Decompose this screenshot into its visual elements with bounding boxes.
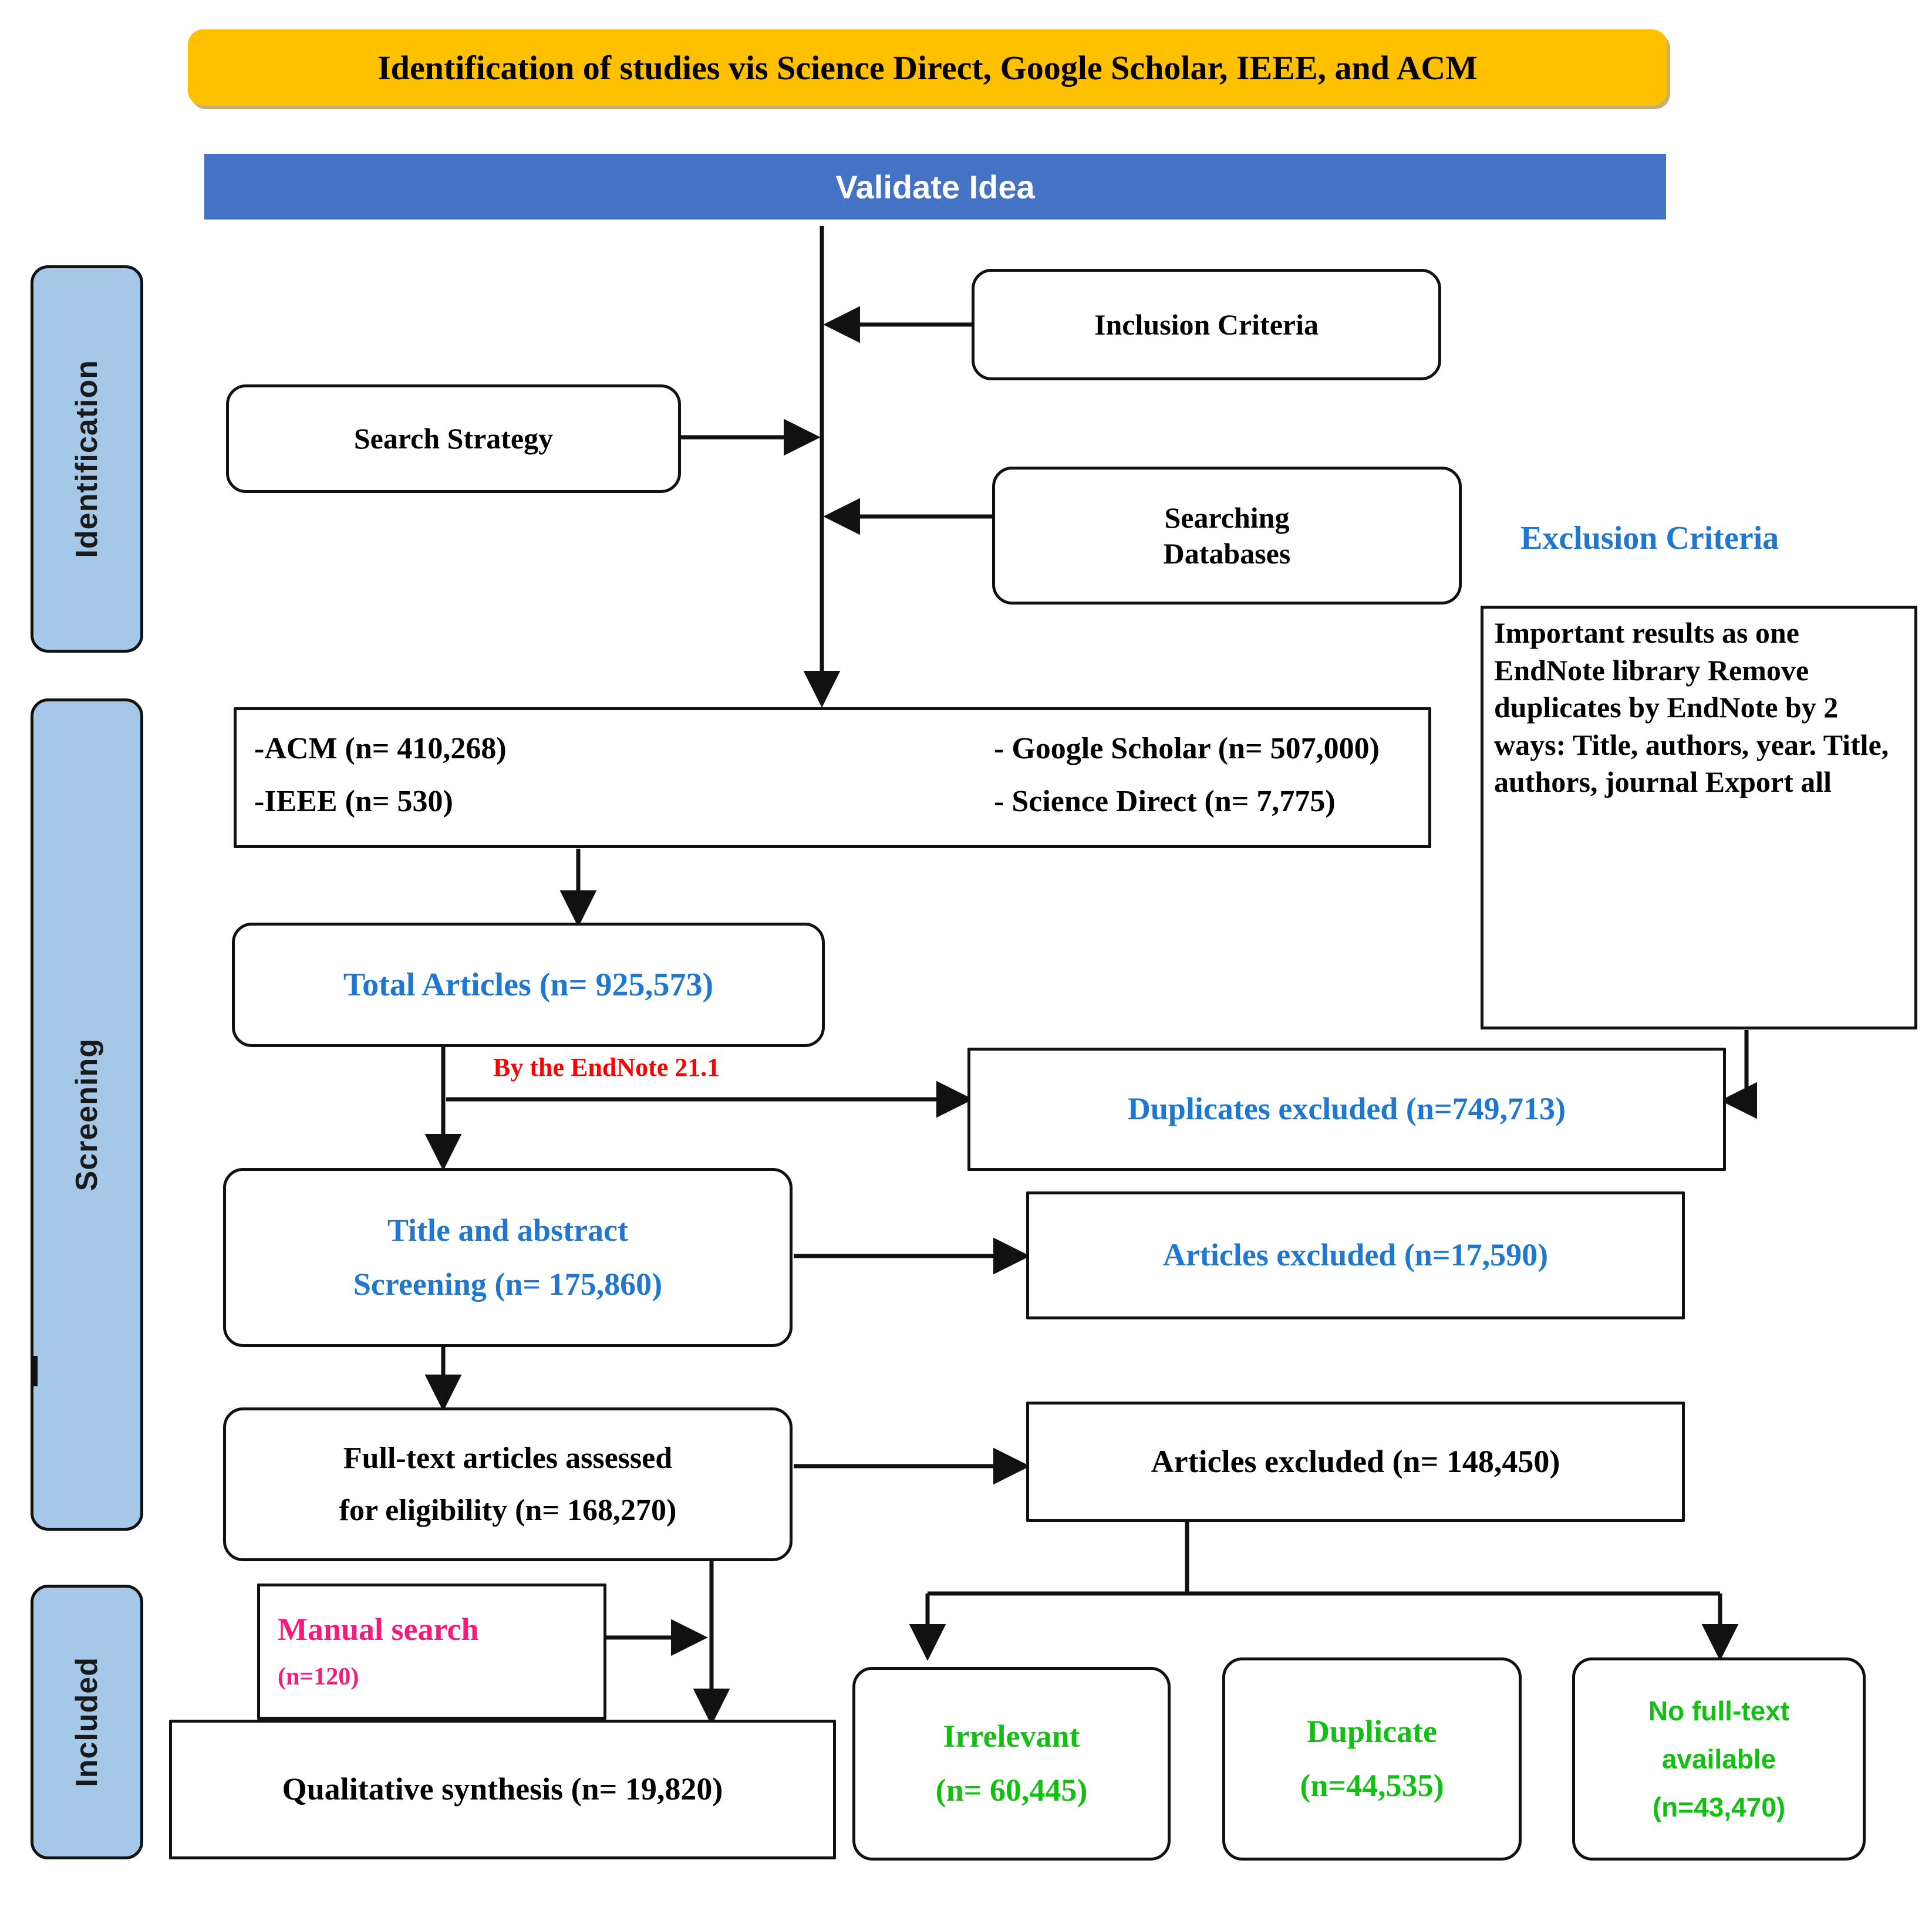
- stage-rail-screening: Screening: [31, 698, 143, 1531]
- node-total-articles: Total Articles (n= 925,573): [232, 923, 825, 1047]
- duplicate-line1: Duplicate: [1307, 1714, 1437, 1750]
- node-articles-excluded-148450: Articles excluded (n= 148,450): [1026, 1402, 1685, 1522]
- node-duplicate: Duplicate (n=44,535): [1222, 1657, 1522, 1861]
- node-irrelevant: Irrelevant (n= 60,445): [852, 1667, 1171, 1861]
- db-ieee: -IEEE (n= 530): [254, 785, 453, 818]
- node-title-abstract-screening: Title and abstract Screening (n= 175,860…: [223, 1168, 793, 1347]
- nofulltext-line3: (n=43,470): [1652, 1792, 1786, 1823]
- node-inclusion-criteria: Inclusion Criteria: [972, 269, 1441, 380]
- title-abstract-line1: Title and abstract: [387, 1212, 628, 1248]
- nofulltext-line2: available: [1661, 1743, 1776, 1774]
- manual-search-line1: Manual search: [278, 1612, 479, 1647]
- node-qualitative-synthesis: Qualitative synthesis (n= 19,820): [169, 1720, 836, 1859]
- node-no-fulltext-available: No full-text available (n=43,470): [1572, 1657, 1866, 1861]
- node-search-strategy: Search Strategy: [226, 384, 681, 493]
- manual-search-line2: (n=120): [278, 1663, 359, 1691]
- label-endnote-version: By the EndNote 21.1: [493, 1053, 720, 1082]
- node-fulltext-assessed: Full-text articles assessed for eligibil…: [223, 1407, 793, 1561]
- stage-label-screening: Screening: [70, 1038, 104, 1191]
- searching-databases-line2: Databases: [1163, 536, 1291, 570]
- stage-rail-included: Included: [31, 1585, 143, 1859]
- node-database-results: -ACM (n= 410,268) - Google Scholar (n= 5…: [234, 707, 1431, 848]
- stage-label-identification: Identification: [70, 360, 104, 558]
- validate-idea-banner: Validate Idea: [204, 154, 1666, 220]
- db-google-scholar: - Google Scholar (n= 507,000): [994, 732, 1380, 765]
- identification-banner: Identification of studies vis Science Di…: [188, 29, 1667, 106]
- db-science-direct: - Science Direct (n= 7,775): [994, 785, 1336, 818]
- node-searching-databases: Searching Databases: [992, 467, 1462, 605]
- db-acm: -ACM (n= 410,268): [254, 732, 507, 765]
- fulltext-line1: Full-text articles assessed: [343, 1441, 673, 1475]
- title-abstract-line2: Screening (n= 175,860): [353, 1266, 663, 1302]
- screening-rail-tick: [32, 1356, 38, 1386]
- nofulltext-line1: No full-text: [1648, 1695, 1790, 1726]
- searching-databases-line1: Searching: [1164, 501, 1290, 534]
- stage-rail-identification: Identification: [31, 265, 143, 653]
- fulltext-line2: for eligibility (n= 168,270): [339, 1494, 677, 1527]
- irrelevant-line2: (n= 60,445): [935, 1773, 1088, 1808]
- node-exclusion-criteria-body: Important results as one EndNote library…: [1481, 606, 1917, 1029]
- exclusion-criteria-title: Exclusion Criteria: [1520, 520, 1779, 556]
- stage-label-included: Included: [70, 1657, 104, 1787]
- duplicate-line2: (n=44,535): [1300, 1768, 1444, 1803]
- node-manual-search: Manual search (n=120): [257, 1584, 606, 1720]
- node-duplicates-excluded: Duplicates excluded (n=749,713): [967, 1048, 1726, 1171]
- irrelevant-line1: Irrelevant: [943, 1719, 1080, 1754]
- node-articles-excluded-17590: Articles excluded (n=17,590): [1026, 1191, 1685, 1319]
